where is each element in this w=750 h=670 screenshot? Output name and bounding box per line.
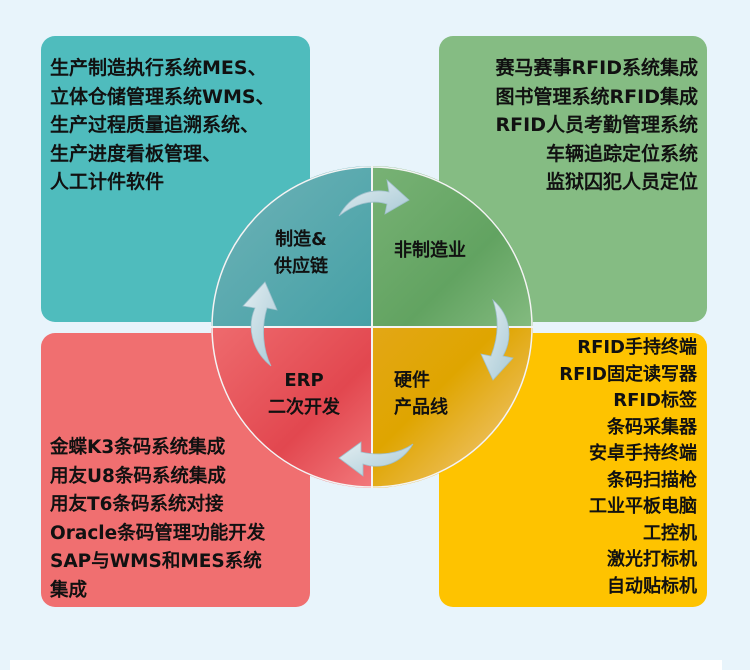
quadrant-erp xyxy=(211,327,372,488)
quadrant-label-hardware: 硬件 产品线 xyxy=(394,367,448,421)
box-line: 赛马赛事RFID系统集成 xyxy=(495,57,698,79)
box-line: RFID人员考勤管理系统 xyxy=(495,114,698,136)
quadrant-label-line: 制造& xyxy=(275,229,327,250)
quadrant-label-non-manufacturing: 非制造业 xyxy=(394,237,466,264)
quadrant-label-line: 产品线 xyxy=(394,397,448,418)
quadrant-label-line: 供应链 xyxy=(274,256,328,277)
arrow-tl-to-tr-icon xyxy=(338,178,410,217)
box-line: 金蝶K3条码系统集成 xyxy=(50,437,226,458)
box-line: 生产制造执行系统MES、 xyxy=(50,57,267,79)
box-line: 激光打标机 xyxy=(607,549,697,570)
cycle-circle xyxy=(211,166,533,488)
box-line: RFID标签 xyxy=(613,390,697,411)
cycle-diagram: 制造& 供应链 非制造业 ERP 二次开发 硬件 产品线 xyxy=(211,166,533,488)
quadrant-manufacturing xyxy=(211,166,372,327)
box-line: RFID固定读写器 xyxy=(559,363,697,385)
quadrant-non-manufacturing xyxy=(372,166,533,327)
quadrant-label-line: 硬件 xyxy=(394,370,430,391)
quadrant-label-erp: ERP 二次开发 xyxy=(268,367,340,421)
box-line: SAP与WMS和MES系统 xyxy=(50,551,262,572)
box-line: 工控机 xyxy=(643,522,697,544)
box-line: 人工计件软件 xyxy=(50,171,165,193)
box-line: 用友U8条码系统集成 xyxy=(50,465,226,487)
box-line: 自动贴标机 xyxy=(607,575,697,597)
arrow-tr-to-br-icon xyxy=(480,298,514,381)
box-line: 生产进度看板管理、 xyxy=(50,142,222,165)
box-line: 生产过程质量追溯系统、 xyxy=(50,114,260,136)
box-line: 监狱囚犯人员定位 xyxy=(545,171,698,193)
box-line: Oracle条码管理功能开发 xyxy=(50,522,266,544)
box-line: 集成 xyxy=(50,579,88,601)
quadrant-label-line: ERP xyxy=(284,370,324,391)
bottom-panel-edge xyxy=(10,660,722,670)
quadrant-label-line: 二次开发 xyxy=(268,397,340,418)
box-line: 安卓手持终端 xyxy=(589,443,697,464)
quadrant-label-manufacturing: 制造& 供应链 xyxy=(274,226,328,280)
box-line: 工业平板电脑 xyxy=(589,496,697,517)
arrow-bl-to-tl-icon xyxy=(242,281,278,367)
box-line: 条码采集器 xyxy=(607,416,697,438)
box-line: 图书管理系统RFID集成 xyxy=(495,85,698,108)
box-line: RFID手持终端 xyxy=(577,337,697,358)
hardware-products-box: RFID手持终端 RFID固定读写器 RFID标签 条码采集器 安卓手持终端 条… xyxy=(439,333,707,607)
box-line: 立体仓储管理系统WMS、 xyxy=(50,85,275,108)
box-line: 条码扫描枪 xyxy=(607,469,697,491)
quadrant-label-line: 非制造业 xyxy=(394,240,466,261)
box-line: 车辆追踪定位系统 xyxy=(545,142,698,165)
manufacturing-solutions-box: 生产制造执行系统MES、 立体仓储管理系统WMS、 生产过程质量追溯系统、 生产… xyxy=(41,36,310,322)
arrow-br-to-bl-icon xyxy=(338,441,414,477)
box-line: 用友T6条码系统对接 xyxy=(50,494,224,515)
